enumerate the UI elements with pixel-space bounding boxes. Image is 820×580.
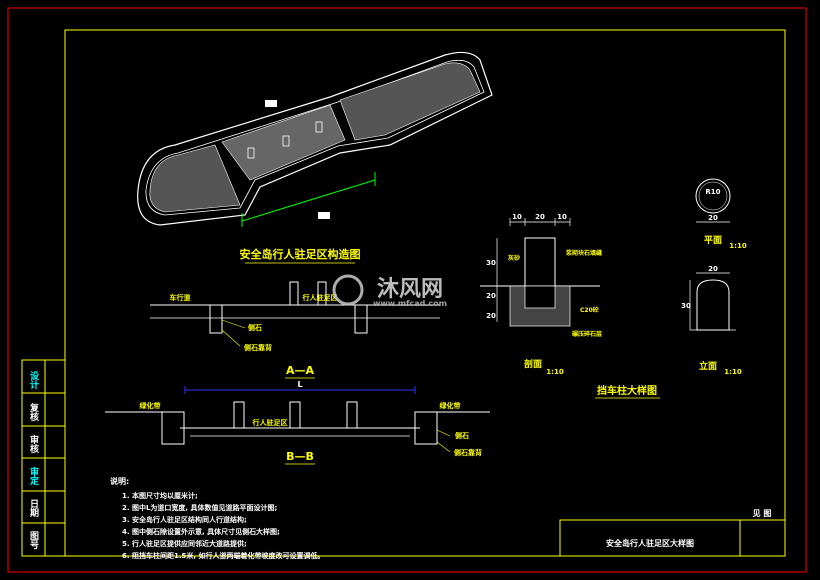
profile-dim-left-3: 20 xyxy=(486,312,496,320)
title-block-name: 安全岛行人驻足区大样图 xyxy=(606,538,694,548)
section-a-title: A—A xyxy=(286,364,315,377)
note-4: 4. 图中侧石除设置外示意, 具体尺寸见侧石大样图; xyxy=(122,527,280,536)
profile-note-4: 碾压碎石层 xyxy=(572,330,602,338)
profile-scale: 1:10 xyxy=(546,368,564,376)
strip-label-1: 设计 xyxy=(28,370,39,390)
profile-dim-top-3: 10 xyxy=(557,213,567,221)
island-plan xyxy=(137,51,493,227)
elevation-width: 20 xyxy=(708,265,718,273)
bollard-plan-view: R10 20 平面 1:10 xyxy=(695,178,747,250)
strip-label-3: 审核 xyxy=(28,434,39,454)
section-a-curb: 侧石 xyxy=(248,323,262,332)
plan-scale: 1:10 xyxy=(729,242,747,250)
left-title-strip: 设计 复核 审核 审定 日期 图号 xyxy=(21,359,66,557)
profile-dim-top-1: 10 xyxy=(512,213,522,221)
section-marker-a xyxy=(265,100,277,107)
elevation-height: 30 xyxy=(681,302,691,310)
section-a-carriageway: 车行道 xyxy=(170,293,191,302)
section-b-title: B—B xyxy=(286,450,314,463)
plan-radius: R10 xyxy=(705,188,720,196)
watermark-url: www.mfcad.com xyxy=(373,299,447,308)
watermark: 沐风网 www.mfcad.com xyxy=(332,274,447,308)
bollard-plan-3 xyxy=(315,121,323,133)
section-b-b: L 绿化带 绿化带 行人驻足区 侧石 侧石靠背 xyxy=(105,380,490,457)
section-b-curb-base: 侧石靠背 xyxy=(454,448,482,457)
note-1: 1. 本图尺寸均以厘米计; xyxy=(122,491,198,500)
note-5: 5. 行人驻足区提供应同邻近大道路提供; xyxy=(122,539,247,548)
section-b-pedestrian-zone: 行人驻足区 xyxy=(252,418,288,427)
section-a-pedestrian-zone: 行人驻足区 xyxy=(302,293,338,302)
section-b-greenbelt-right: 绿化带 xyxy=(440,401,461,410)
note-2: 2. 图中L为道口宽度, 具体数值见道路平面设计图; xyxy=(122,503,278,512)
section-b-dim-l: L xyxy=(297,380,302,389)
strip-label-2: 复核 xyxy=(28,402,40,422)
bollard-plan-1 xyxy=(247,147,255,159)
title-block-sheet: 见 图 xyxy=(753,509,772,518)
profile-note-2: 浆砌块石填缝 xyxy=(565,249,602,257)
strip-label-6: 图号 xyxy=(28,531,39,550)
section-b-curb: 侧石 xyxy=(455,431,469,440)
profile-label: 剖面 xyxy=(524,358,542,370)
strip-label-4: 审定 xyxy=(28,466,40,486)
watermark-brand: 沐风网 xyxy=(377,277,443,302)
notes: 说明: 1. 本图尺寸均以厘米计; 2. 图中L为道口宽度, 具体数值见道路平面… xyxy=(110,476,324,560)
profile-dim-top-2: 20 xyxy=(535,213,545,221)
outer-frame xyxy=(7,7,807,573)
profile-note-1: 灰砂 xyxy=(508,254,520,262)
detail-title: 挡车柱大样图 xyxy=(597,384,657,397)
section-a-a: 车行道 行人驻足区 侧石 侧石靠背 xyxy=(150,281,440,352)
main-title: 安全岛行人驻足区构造图 xyxy=(240,247,361,261)
plan-label: 平面 xyxy=(704,235,722,246)
elevation-scale: 1:10 xyxy=(724,368,742,376)
section-a-curb-base: 侧石靠背 xyxy=(244,343,272,352)
strip-label-5: 日期 xyxy=(28,499,39,518)
bollard-profile-detail: 10 20 10 30 20 20 灰砂 浆砌块石填缝 C20砼 碾压碎石层 xyxy=(480,213,602,338)
profile-dim-left-1: 30 xyxy=(486,259,496,267)
note-3: 3. 安全岛行人驻足区结构同人行道结构; xyxy=(122,515,247,524)
title-block: 安全岛行人驻足区大样图 见 图 xyxy=(559,509,786,557)
plan-width: 20 xyxy=(708,214,718,222)
section-b-greenbelt-left: 绿化带 xyxy=(140,401,161,410)
profile-note-3: C20砼 xyxy=(580,306,599,314)
notes-header: 说明: xyxy=(110,476,129,486)
bollard-elevation-view: 20 30 立面 1:10 xyxy=(681,265,742,376)
note-6: 6. 阻挡车柱间距1.5米, 如行人道两端着化带坡度改可设置调低。 xyxy=(122,551,324,560)
section-marker-b xyxy=(318,212,330,219)
inner-frame xyxy=(64,29,786,557)
profile-dim-left-2: 20 xyxy=(486,292,496,300)
elevation-label: 立面 xyxy=(699,360,717,372)
bollard-plan-2 xyxy=(282,135,290,147)
